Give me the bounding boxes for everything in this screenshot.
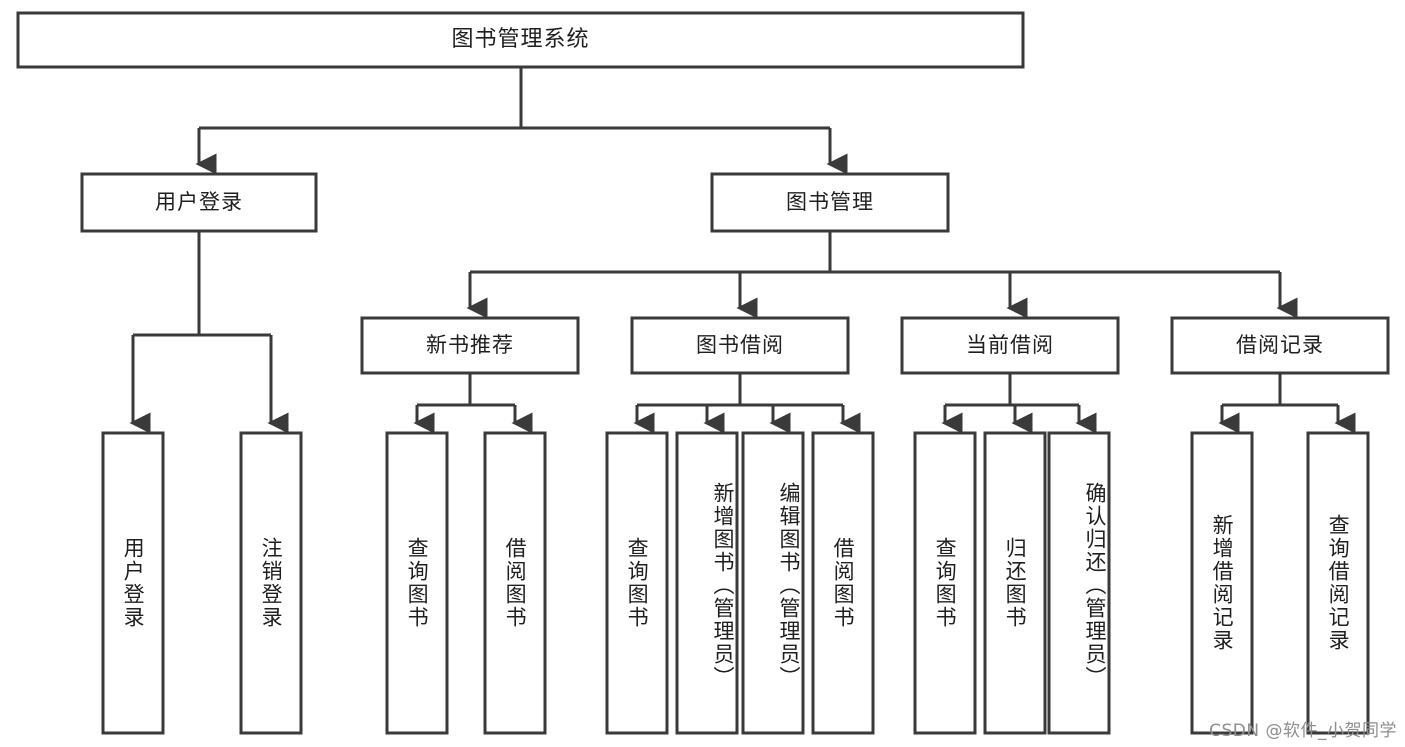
- leaf-box-new-book-1[interactable]: [483, 431, 547, 735]
- leaf-box-book-borrow-1[interactable]: [675, 431, 739, 735]
- leaf-box-borrow-records-0[interactable]: [1190, 431, 1254, 735]
- node-box-book-borrow[interactable]: [630, 316, 850, 375]
- leaf-box-user-login-0[interactable]: [101, 431, 165, 735]
- leaf-box-user-login-1[interactable]: [239, 431, 303, 735]
- leaf-box-current-borrow-0[interactable]: [913, 431, 977, 735]
- leaf-box-book-borrow-3[interactable]: [811, 431, 875, 735]
- leaf-box-book-borrow-2[interactable]: [741, 431, 805, 735]
- leaf-box-borrow-records-1[interactable]: [1306, 431, 1370, 735]
- leaf-box-current-borrow-2[interactable]: [1047, 431, 1111, 735]
- leaf-box-new-book-0[interactable]: [385, 431, 449, 735]
- node-box-current-borrow[interactable]: [900, 316, 1120, 375]
- watermark: CSDN @软件_小贺同学: [1209, 721, 1397, 741]
- node-box-borrow-records[interactable]: [1170, 316, 1390, 375]
- leaf-box-current-borrow-1[interactable]: [983, 431, 1047, 735]
- node-box-root[interactable]: [16, 11, 1025, 69]
- node-box-book-manage[interactable]: [710, 172, 950, 233]
- node-box-new-book-recommend[interactable]: [360, 316, 580, 375]
- node-box-user-login[interactable]: [80, 172, 318, 233]
- leaf-box-book-borrow-0[interactable]: [605, 431, 669, 735]
